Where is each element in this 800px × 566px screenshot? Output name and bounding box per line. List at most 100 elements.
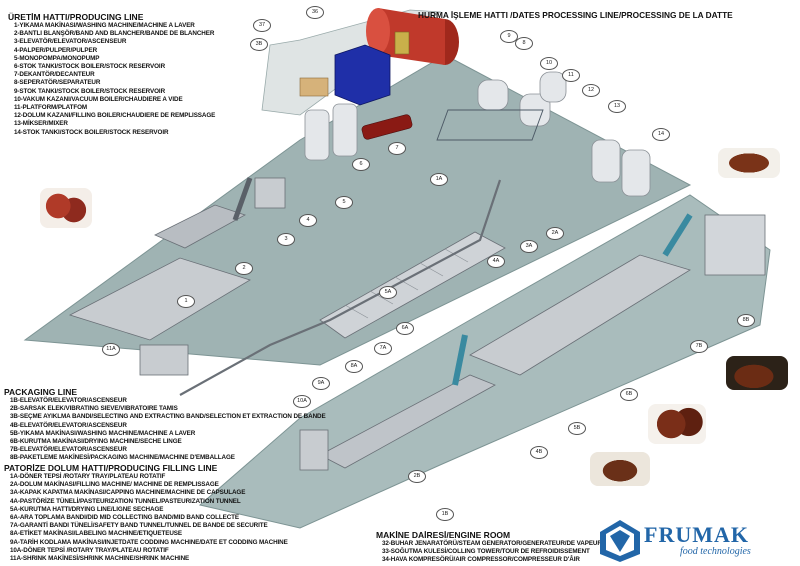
packaging-line-item: 1B-ELEVATÖR/ELEVATOR/ASCENSEUR [10, 397, 127, 404]
producing-line-item: 14-STOK TANKI/STOCK BOILER/STOCK RESERVO… [14, 128, 169, 136]
selecting-band-3b [319, 374, 496, 469]
machine-tag: 7A [374, 342, 392, 355]
filling-line-item: 5A-KURUTMA HATTI/DRYING LINE/LIGNE SECHA… [10, 505, 164, 513]
machine-tag: 6 [352, 158, 370, 171]
producing-line-list: 1-YIKAMA MAKİNASI/WASHING MACHINE/MACHIN… [8, 22, 215, 137]
machine-tag: 10 [540, 57, 558, 70]
generator-unit [299, 77, 329, 97]
machine-tag: 2A [546, 227, 564, 240]
pasteurization-tunnel [319, 231, 506, 339]
producing-line-item: 2-BANTLI BLANŞÖR/BAND AND BLANCHER/BANDE… [14, 30, 215, 38]
band-blancher-2 [154, 204, 246, 249]
steam-boiler-front [366, 8, 390, 54]
washing-machine-1 [68, 257, 251, 341]
packaging-line-item: 3B-SEÇME AYIKLMA BANDI/SELECTING AND EXT… [10, 413, 326, 421]
engine-room-item: 34-HAVA KOMPRESÖRÜ/AIR COMPRESSOR/COMPRE… [382, 556, 580, 564]
filling-line-list: 1A-DÖNER TEPSİ /ROTARY TRAY/PLATEAU ROTA… [4, 473, 288, 563]
drying-machine-6b [469, 254, 691, 376]
producing-line-item: 3-ELEVATÖR/ELEVATOR/ASCENSEUR [14, 38, 127, 46]
machine-tag: 6B [620, 388, 638, 401]
packaging-line-item: 2B-SARSAK ELEK/VIBRATING SIEVE/VIBRATOIR… [10, 405, 178, 413]
packaging-line-item: 6B-KURUTMA MAKİNASI/DRYING MACHINE/SECHE… [10, 438, 182, 446]
filling-line-item: 11A-SHRINK MAKİNESİ/SHRINK MACHINE/SHRIN… [10, 555, 190, 563]
machine-tag: 11 [562, 69, 580, 82]
producing-line-item: 1-YIKAMA MAKİNASI/WASHING MACHINE/MACHIN… [14, 22, 195, 29]
machine-tag: 36 [306, 6, 324, 19]
machine-tag: 5A [379, 286, 397, 299]
producing-line-item: 13-MİKSER/MIXER [14, 120, 68, 128]
logo-name: FRUMAK [644, 522, 749, 547]
machine-tag: 8A [345, 360, 363, 373]
filling-line-item: 7A-GARANTİ BANDI TÜNELİ/SAFETY BAND TUNN… [10, 522, 268, 530]
stock-tanks-14 [591, 139, 651, 197]
machine-tag: 8B [737, 314, 755, 327]
dates-photo-4 [648, 404, 706, 444]
machine-tag: 9 [500, 30, 518, 43]
filling-line-item: 2A-DOLUM MAKİNASI/FILLING MACHINE/ MACHI… [10, 481, 219, 489]
machine-tag: 3A [520, 240, 538, 253]
machine-tag: 7 [388, 142, 406, 155]
stock-tanks-6 [304, 103, 358, 161]
cooling-tower [334, 44, 391, 106]
machine-tag: 2 [235, 262, 253, 275]
producing-line-item: 9-STOK TANKI/STOCK BOILER/STOCK RESERVOI… [14, 87, 166, 95]
dates-photo-5 [590, 452, 650, 486]
elevator-4b [452, 334, 468, 386]
producing-line-item: 4-PALPER/PULPER/PULPER [14, 46, 98, 54]
filling-line-item: 9A-TARİH KODLAMA MAKİNASI/INJETDATE CODD… [10, 538, 288, 546]
producing-line-legend: ÜRETİM HATTI/PRODUCING LINE 1-YIKAMA MAK… [8, 12, 215, 137]
pulper-4 [254, 177, 286, 209]
machine-tag: 37 [253, 19, 271, 32]
packaging-line-legend: PACKAGING LINE 1B-ELEVATÖR/ELEVATOR/ASCE… [4, 387, 326, 463]
producing-line-item: 6-STOK TANKI/STOCK BOILER/STOCK RESERVOI… [14, 63, 166, 71]
machine-tag: 7B [690, 340, 708, 353]
elevator-3 [232, 177, 253, 221]
dates-photo-2 [718, 148, 780, 178]
filling-line-item: 8A-ETİKET MAKİNASI/LABELING MACHINE/ETIQ… [10, 530, 182, 538]
machine-tag: 11A [102, 343, 120, 356]
producing-line-item: 7-DEKANTÖR/DECANTEUR [14, 71, 95, 79]
machine-tag: 4 [299, 214, 317, 227]
filling-line-legend: PATORİZE DOLUM HATTI/PRODUCING FILLING L… [4, 463, 288, 563]
machine-tag: 2B [408, 470, 426, 483]
dates-photo-3 [726, 356, 788, 390]
machine-tag: 12 [582, 84, 600, 97]
filling-line-item: 1A-DÖNER TEPSİ /ROTARY TRAY/PLATEAU ROTA… [10, 473, 166, 480]
bottle-conveyor [179, 179, 502, 396]
filling-line-item: 4A-PASTÖRİZE TÜNELİ/PASTEURIZATION TUNNE… [10, 497, 241, 505]
diagram-title: HURMA İŞLEME HATTI /DATES PROCESSING LIN… [418, 10, 733, 20]
producing-line-heading: ÜRETİM HATTI/PRODUCING LINE [8, 12, 144, 22]
machine-tag: 3 [277, 233, 295, 246]
logo-subtitle: food technologies [680, 546, 751, 557]
producing-line-item: 8-SEPERATÖR/SEPARATEUR [14, 79, 101, 87]
machine-tag: 13 [608, 100, 626, 113]
tunnel-ribs [344, 248, 469, 319]
packaging-machine-8b [704, 214, 766, 276]
machine-tag: 9A [312, 377, 330, 390]
machine-tag: 3B [250, 38, 268, 51]
producing-line-item: 10-VAKUM KAZANI/VACUUM BOILER/CHAUDIERE … [14, 95, 183, 103]
packaging-line-item: 4B-ELEVATÖR/ELEVATOR/ASCENSEUR [10, 421, 127, 429]
machine-tag: 10A [293, 395, 311, 408]
filling-line-item: 10A-DÖNER TEPSİ /ROTARY TRAY/PLATEAU ROT… [10, 546, 169, 554]
decanter-7 [361, 114, 413, 140]
filling-line-item: 6A-ARA TOPLAMA BANDI/DID MID COLLECTING … [10, 514, 239, 522]
machine-tag: 5 [335, 196, 353, 209]
producing-line-item: 12-DOLUM KAZANI/FILLING BOILER/CHAUDIERE… [14, 112, 216, 120]
producing-line-item: 11-PLATFORM/PLATFOM [14, 104, 88, 112]
packaging-line-heading: PACKAGING LINE [4, 387, 78, 397]
packaging-line-item: 7B-ELEVATÖR/ELEVATOR/ASCENSEUR [10, 446, 127, 454]
machine-tag: 1A [430, 173, 448, 186]
producing-line-item: 5-MONOPOMPA/MONOPUMP [14, 54, 100, 62]
elevator-7b [662, 213, 693, 257]
vibrating-sieve-2b [299, 429, 329, 471]
machine-tag: 4A [487, 255, 505, 268]
engine-room-item: 33-SOĞUTMA KULESİ/COLLING TOWER/TOUR DE … [382, 548, 590, 556]
packaging-line-item: 8B-PAKETLEME MAKİNESİ/PACKAGING MACHINE/… [10, 454, 235, 462]
packaging-line-item: 5B-YIKAMA MAKİNASI/WASHING MACHINE/MACHI… [10, 429, 196, 437]
shrink-machine-11a [139, 344, 189, 376]
engine-room-item: 32-BUHAR JENARATÖRÜ/STEAM GENERATOR/GENE… [382, 540, 602, 547]
control-cabinet [394, 31, 410, 55]
engine-room-legend: MAKİNE DAİRESİ/ENGINE ROOM 32-BUHAR JENA… [376, 530, 602, 565]
